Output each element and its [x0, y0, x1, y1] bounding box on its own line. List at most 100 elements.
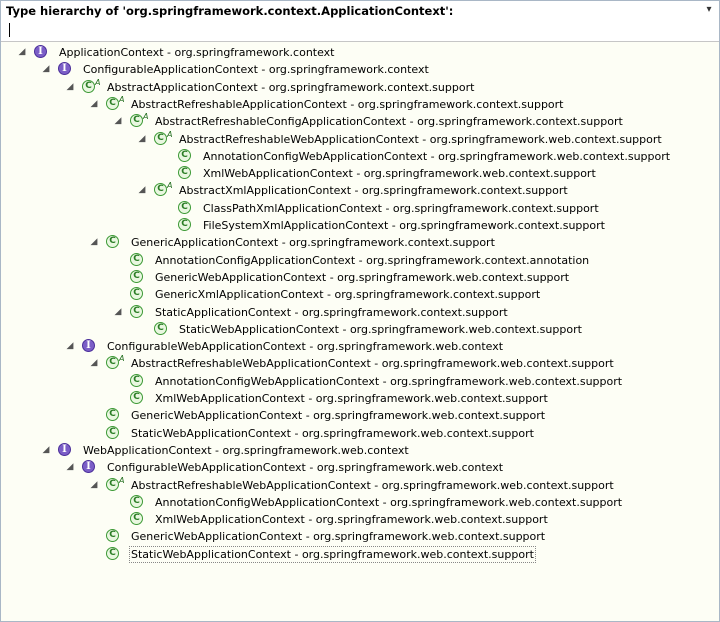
tree-row-label: GenericXmlApplicationContext - org.sprin… [155, 288, 541, 302]
class-icon: C [178, 218, 191, 231]
class-icon: C [178, 166, 191, 180]
tree-row[interactable]: C AnnotationConfigApplicationContext - or… [1, 252, 719, 269]
tree-row[interactable]: C GenericWebApplicationContext - org.spri… [1, 528, 719, 545]
tree-row[interactable]: C AnnotationConfigWebApplicationContext -… [1, 494, 719, 511]
tree-row[interactable]: C StaticWebApplicationContext - org.sprin… [1, 321, 719, 338]
class-icon: C [154, 321, 167, 335]
expand-toggle-icon[interactable]: ◢ [66, 81, 74, 92]
class-icon: C [130, 512, 143, 526]
hierarchy-header: Type hierarchy of 'org.springframework.c… [1, 1, 719, 42]
tree-row-label: ConfigurableWebApplicationContext - org.… [107, 461, 504, 475]
tree-row[interactable]: C XmlWebApplicationContext - org.springfr… [1, 511, 719, 528]
tree-row[interactable]: C StaticWebApplicationContext - org.sprin… [1, 545, 719, 563]
tree-row-label: XmlWebApplicationContext - org.springfra… [203, 167, 596, 181]
tree-row-label: ClassPathXmlApplicationContext - org.spr… [203, 201, 599, 215]
expand-toggle-icon[interactable]: ◢ [90, 479, 98, 490]
expand-toggle-icon[interactable]: ◢ [138, 133, 146, 144]
expand-toggle-icon[interactable]: ◢ [42, 64, 50, 75]
expand-toggle-icon[interactable]: ◢ [90, 358, 98, 369]
tree-row-label: ConfigurableWebApplicationContext - org.… [107, 340, 504, 354]
tree-row[interactable]: C ClassPathXmlApplicationContext - org.sp… [1, 200, 719, 217]
class-icon: C [106, 529, 119, 543]
expand-toggle-icon[interactable]: ◢ [114, 306, 122, 317]
class-icon: C [130, 287, 143, 301]
class-icon: C [82, 79, 95, 93]
abstract-marker-icon: A [119, 354, 125, 364]
expand-toggle-icon[interactable]: ◢ [66, 462, 74, 473]
class-icon: C [106, 356, 119, 370]
tree-row-label: ConfigurableApplicationContext - org.spr… [83, 63, 429, 77]
interface-icon: I [34, 45, 47, 58]
class-icon: C [154, 131, 167, 145]
tree-row-label: AbstractRefreshableApplicationContext - … [131, 97, 564, 111]
tree-row[interactable]: C FileSystemXmlApplicationContext - org.s… [1, 217, 719, 234]
text-cursor [9, 23, 10, 37]
tree-row-label: StaticWebApplicationContext - org.spring… [131, 426, 534, 440]
tree-row-label: AnnotationConfigWebApplicationContext - … [203, 149, 671, 163]
tree-row-label: XmlWebApplicationContext - org.springfra… [155, 392, 548, 405]
expand-toggle-icon[interactable]: ◢ [90, 98, 98, 109]
expand-toggle-icon[interactable]: ◢ [138, 185, 146, 196]
tree-row-label: AnnotationConfigApplicationContext - org… [155, 253, 590, 267]
class-icon: C [106, 425, 119, 439]
tree-row-label: ApplicationContext - org.springframework… [59, 46, 335, 59]
tree-row[interactable]: ◢ I ConfigurableWebApplicationContext - or… [1, 338, 719, 355]
tree-row-label: AbstractRefreshableWebApplicationContext… [131, 478, 614, 492]
class-icon: C [106, 408, 119, 422]
tree-row[interactable]: C XmlWebApplicationContext - org.springfr… [1, 390, 719, 407]
class-icon: C [130, 494, 143, 508]
tree-row-label: AbstractRefreshableConfigApplicationCont… [155, 115, 623, 129]
expand-toggle-icon[interactable]: ◢ [42, 444, 50, 455]
abstract-marker-icon: A [167, 129, 173, 139]
tree-row[interactable]: C XmlWebApplicationContext - org.springfr… [1, 165, 719, 182]
tree-row-label: StaticWebApplicationContext - org.spring… [179, 322, 582, 336]
chevron-down-icon[interactable]: ▾ [706, 4, 712, 15]
class-icon: C [130, 391, 143, 404]
tree-row-label: AbstractApplicationContext - org.springf… [107, 80, 475, 94]
interface-icon: I [82, 339, 95, 353]
class-icon: C [154, 183, 167, 197]
class-icon: C [130, 252, 143, 266]
expand-toggle-icon[interactable]: ◢ [18, 47, 26, 57]
tree-row[interactable]: ◢ I ApplicationContext - org.springframewo… [1, 44, 719, 61]
tree-row[interactable]: C GenericXmlApplicationContext - org.spri… [1, 286, 719, 303]
tree-row-label: XmlWebApplicationContext - org.springfra… [155, 513, 548, 527]
tree-row-label: WebApplicationContext - org.springframew… [83, 443, 409, 457]
expand-toggle-icon[interactable]: ◢ [66, 341, 74, 352]
expand-toggle-icon[interactable]: ◢ [90, 237, 98, 248]
tree-row[interactable]: C StaticWebApplicationContext - org.sprin… [1, 425, 719, 442]
tree-row-label: AbstractXmlApplicationContext - org.spri… [179, 184, 568, 198]
tree-row-label: AnnotationConfigWebApplicationContext - … [155, 495, 623, 509]
expand-toggle-icon[interactable]: ◢ [114, 116, 122, 127]
abstract-marker-icon: A [95, 77, 101, 87]
tree-row-label: AnnotationConfigWebApplicationContext - … [155, 374, 623, 388]
abstract-marker-icon: A [167, 181, 173, 191]
type-filter-input[interactable] [6, 21, 706, 37]
tree-row[interactable]: C AnnotationConfigWebApplicationContext -… [1, 148, 719, 165]
tree-row-label: GenericWebApplicationContext - org.sprin… [131, 530, 546, 544]
class-icon: C [106, 546, 119, 560]
class-icon: C [178, 148, 191, 162]
tree-row-label: GenericWebApplicationContext - org.sprin… [155, 270, 570, 284]
hierarchy-title: Type hierarchy of 'org.springframework.c… [6, 4, 454, 18]
class-icon: C [178, 200, 191, 214]
tree-row-label: FileSystemXmlApplicationContext - org.sp… [203, 219, 605, 232]
tree-row-label: GenericApplicationContext - org.springfr… [131, 236, 495, 250]
tree-row-label: StaticWebApplicationContext - org.spring… [129, 545, 536, 563]
abstract-marker-icon: A [119, 475, 125, 485]
